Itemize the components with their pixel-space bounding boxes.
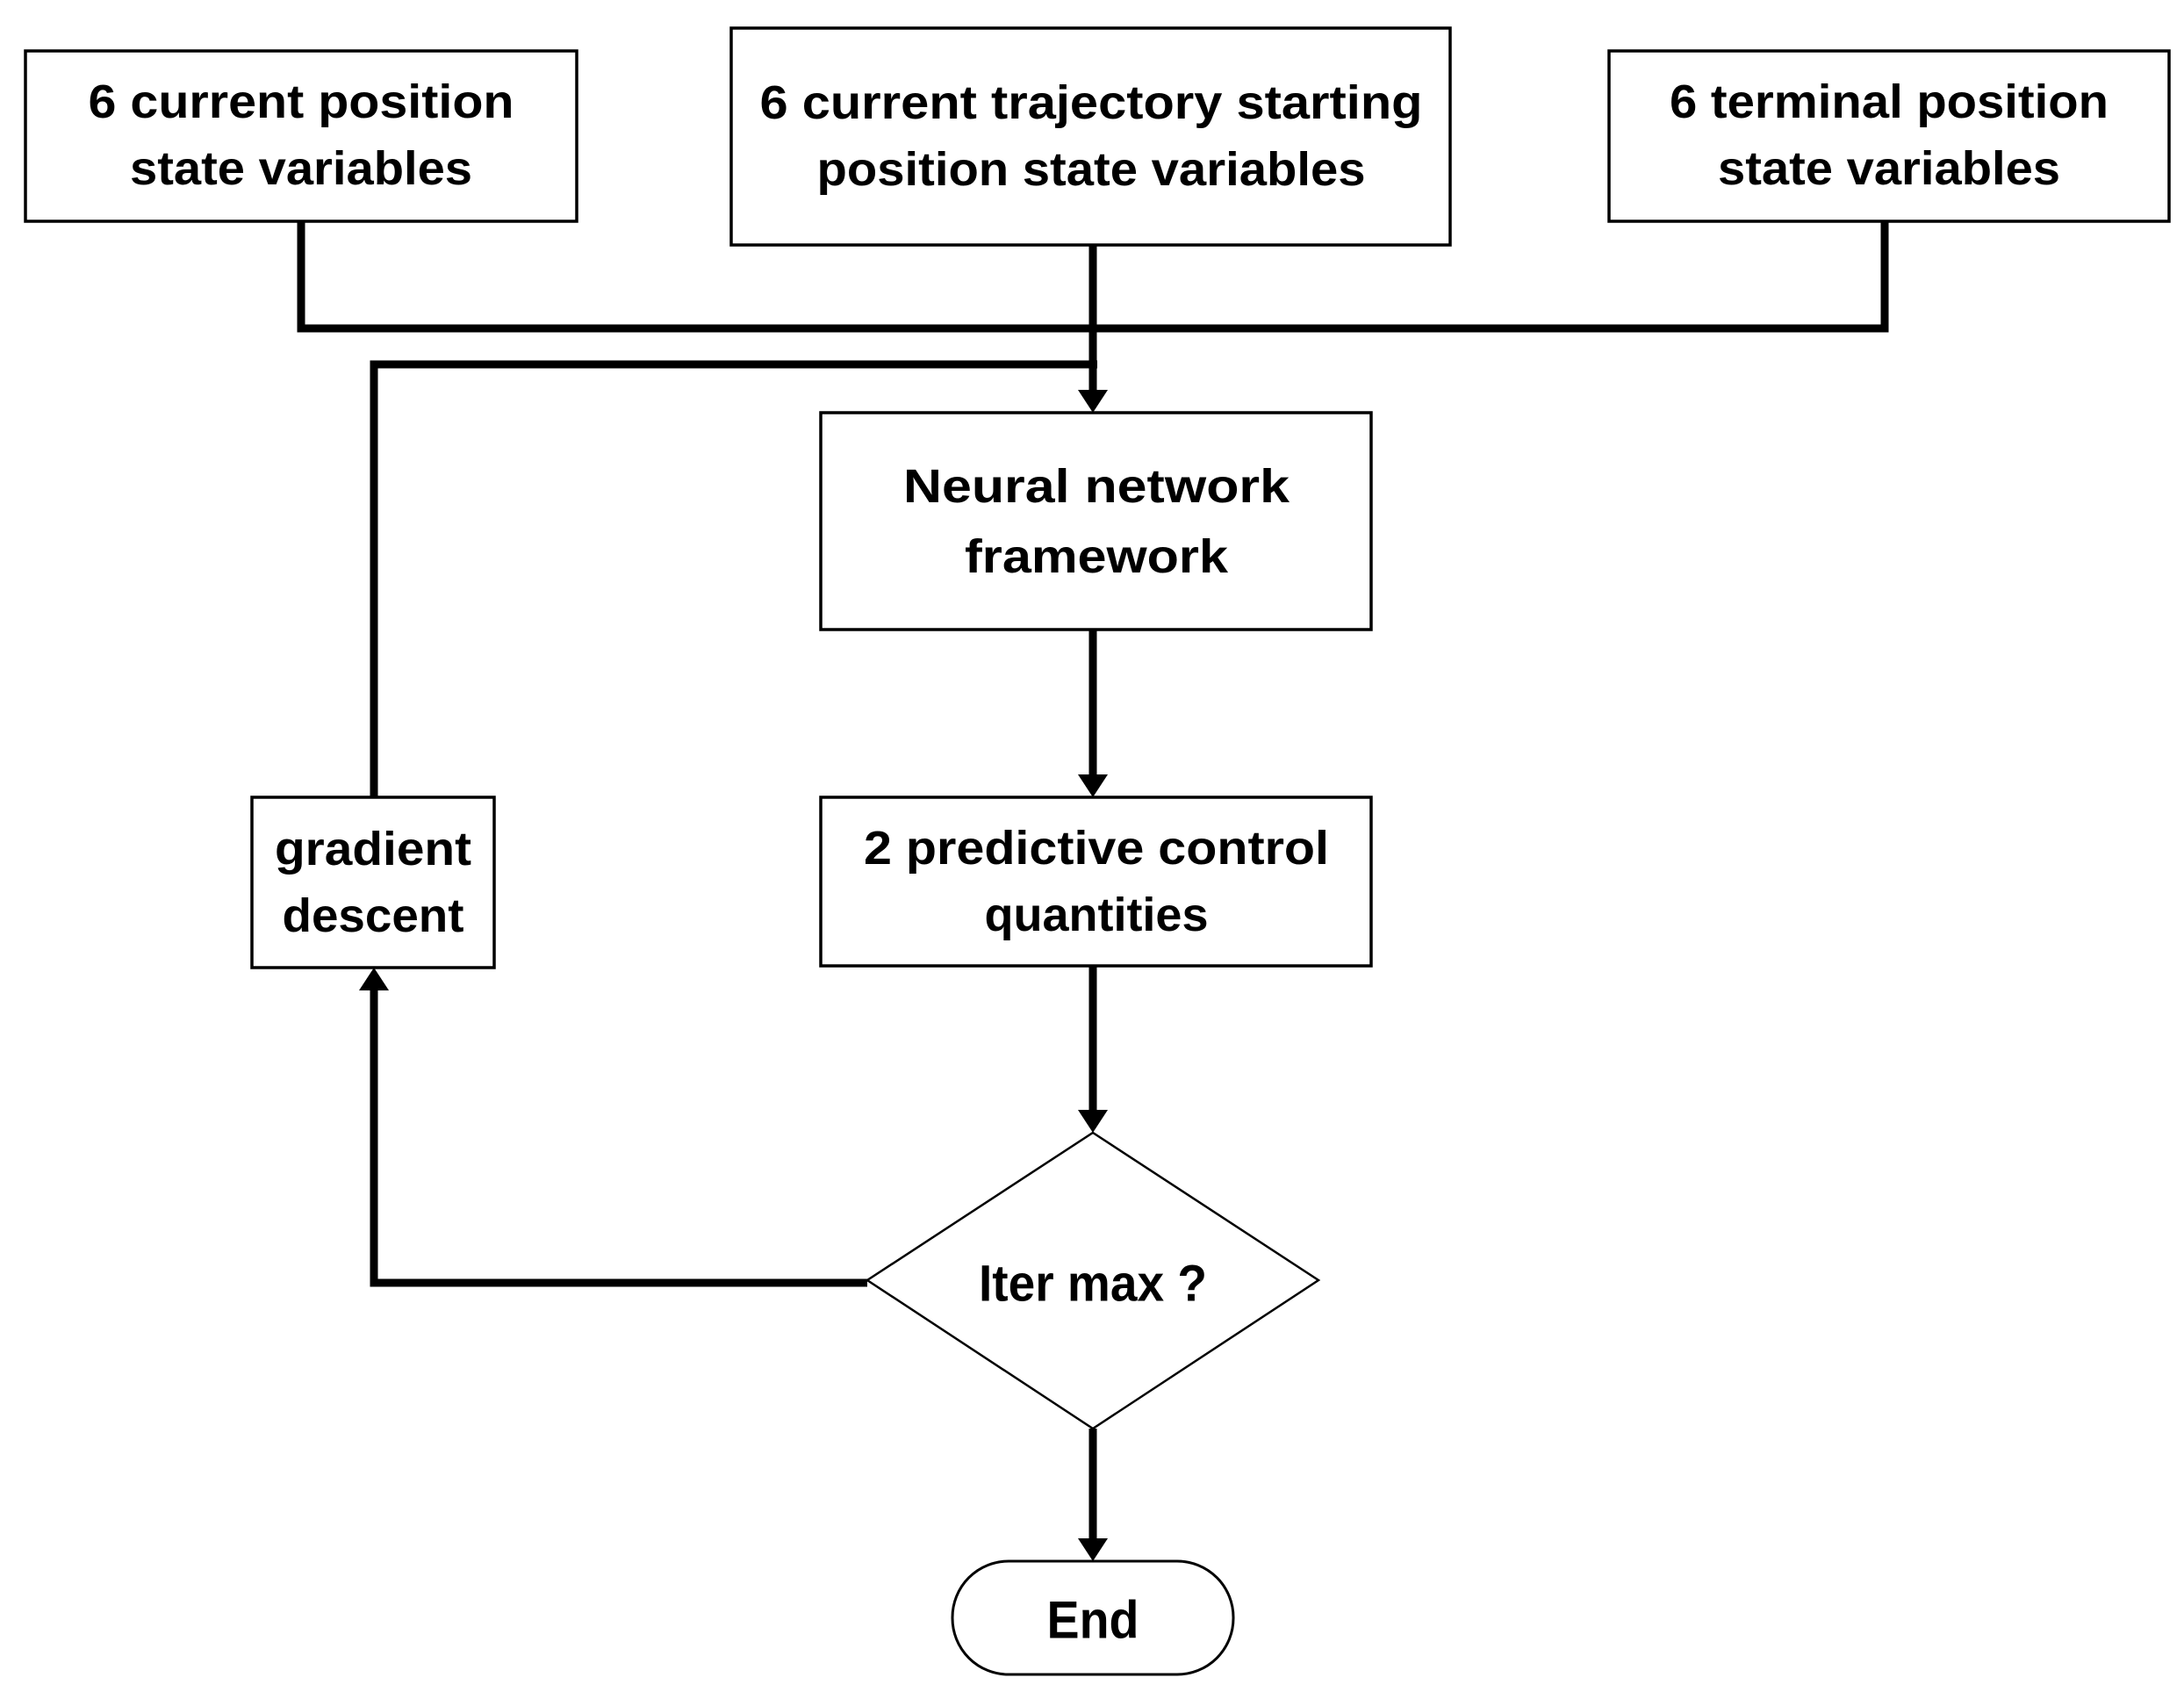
arrow-into-neural-network-icon xyxy=(1078,390,1108,413)
box-trajectory-starting-state-variables xyxy=(729,26,1452,247)
box-neural-network-framework xyxy=(819,411,1373,631)
box-current-position-state-variables xyxy=(24,49,578,223)
edge-current-position-to-merge xyxy=(297,221,1096,333)
arrow-into-predictive-control-icon xyxy=(1078,774,1108,797)
label-trajectory-start-line2: position state variables xyxy=(817,143,1366,196)
label-current-position-line2: state variables xyxy=(130,142,472,195)
label-gradient-descent-line1: gradient xyxy=(275,823,471,875)
label-iter-max: Iter max ? xyxy=(979,1256,1207,1313)
box-terminal-position-state-variables xyxy=(1607,49,2171,223)
arrow-into-gradient-descent-icon xyxy=(359,968,389,990)
edge-gradient-descent-to-input xyxy=(370,360,1097,797)
box-gradient-descent xyxy=(250,796,496,969)
edge-terminal-position-to-merge xyxy=(1089,221,1889,333)
label-end: End xyxy=(1047,1591,1139,1650)
arrow-into-end-icon xyxy=(1078,1538,1108,1561)
label-predictive-control-line2: quantities xyxy=(985,889,1209,941)
box-predictive-control-quantities xyxy=(819,796,1373,968)
label-predictive-control-line1: 2 predictive control xyxy=(864,822,1329,875)
label-terminal-position-line1: 6 terminal position xyxy=(1670,76,2109,128)
label-trajectory-start-line1: 6 current trajectory starting xyxy=(760,76,1423,129)
edge-iter-max-to-gradient-descent xyxy=(370,987,867,1287)
diamond-iter-max-decision xyxy=(865,1131,1321,1430)
label-current-position-line1: 6 current position xyxy=(89,76,514,128)
label-neural-network-line1: Neural network xyxy=(903,460,1290,513)
label-gradient-descent-line2: descent xyxy=(283,889,464,942)
label-terminal-position-line2: state variables xyxy=(1718,142,2060,195)
label-neural-network-line2: framework xyxy=(965,530,1229,583)
arrow-into-iter-max-icon xyxy=(1078,1110,1108,1133)
